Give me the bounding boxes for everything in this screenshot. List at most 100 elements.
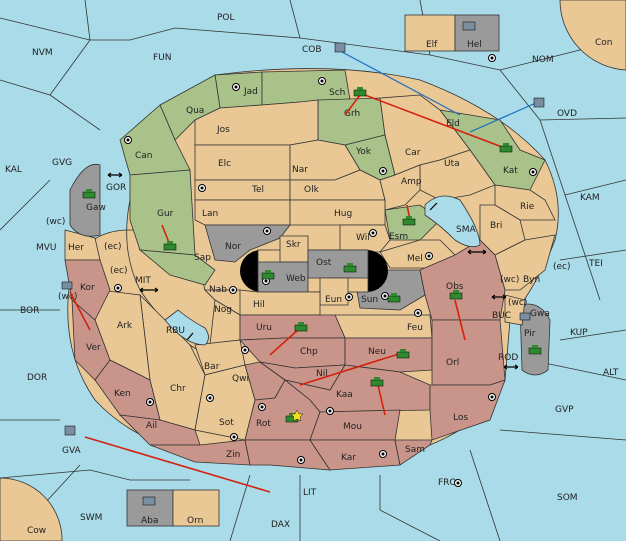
order-arrow bbox=[344, 94, 361, 116]
fleet-unit[interactable] bbox=[462, 21, 476, 31]
label-kat: Kat bbox=[503, 166, 518, 176]
label-ovd: OVD bbox=[557, 109, 577, 119]
province-orl[interactable] bbox=[431, 319, 506, 386]
label-aba: Aba bbox=[141, 516, 158, 526]
province-aba[interactable] bbox=[126, 489, 174, 527]
coast-tag-kor-wc: (wc) bbox=[58, 292, 77, 302]
label-dor: DOR bbox=[27, 373, 47, 383]
units bbox=[61, 21, 545, 506]
label-cob: COB bbox=[302, 45, 322, 55]
label-esm: Esm bbox=[389, 232, 408, 242]
army-unit[interactable] bbox=[402, 216, 416, 226]
province-obs[interactable] bbox=[419, 239, 506, 321]
fleet-unit[interactable] bbox=[64, 425, 76, 436]
province-hil[interactable] bbox=[239, 289, 321, 316]
supply-center-marker bbox=[206, 394, 214, 402]
province-los[interactable] bbox=[429, 379, 506, 441]
army-unit[interactable] bbox=[396, 349, 410, 359]
label-nil: Nil bbox=[316, 369, 328, 379]
province-hel[interactable] bbox=[454, 14, 500, 52]
label-chp: Chp bbox=[300, 347, 318, 357]
fleet-unit[interactable] bbox=[61, 281, 73, 290]
label-sun: Sun bbox=[361, 295, 378, 305]
label-ken: Ken bbox=[114, 389, 131, 399]
label-ost: Ost bbox=[316, 258, 332, 268]
supply-center-marker bbox=[198, 184, 206, 192]
label-eun: Eun bbox=[325, 295, 342, 305]
army-unit[interactable] bbox=[499, 143, 513, 153]
label-gaw: Gaw bbox=[86, 203, 106, 213]
label-gwa: Gwa bbox=[530, 309, 550, 319]
army-unit[interactable] bbox=[353, 87, 367, 97]
province-uta[interactable] bbox=[419, 149, 496, 201]
coast-tag-her-ec: (ec) bbox=[104, 242, 122, 252]
fleet-unit[interactable] bbox=[533, 97, 545, 108]
support-line-cob bbox=[341, 51, 461, 116]
supply-center-marker bbox=[297, 456, 305, 464]
label-bor: BOR bbox=[20, 306, 39, 316]
fleet-unit[interactable] bbox=[519, 312, 531, 321]
army-unit[interactable] bbox=[163, 241, 177, 251]
supply-center-marker bbox=[230, 433, 238, 441]
label-skr: Skr bbox=[286, 240, 301, 250]
label-hug: Hug bbox=[334, 209, 352, 219]
supply-center-marker bbox=[488, 54, 496, 62]
label-qwi: Qwi bbox=[232, 374, 249, 384]
label-web: Web bbox=[286, 274, 306, 284]
label-kal: KAL bbox=[5, 165, 22, 175]
label-gor: GOR bbox=[106, 183, 126, 193]
army-unit[interactable] bbox=[370, 377, 384, 387]
province-wil[interactable] bbox=[339, 224, 391, 253]
province-tel[interactable] bbox=[194, 179, 291, 201]
adjacency-sma-east bbox=[467, 249, 487, 255]
army-unit[interactable] bbox=[343, 263, 357, 273]
province-orn[interactable] bbox=[172, 489, 220, 527]
supply-center-marker bbox=[381, 292, 389, 300]
province-elf[interactable] bbox=[404, 14, 456, 52]
label-elc: Elc bbox=[218, 159, 231, 169]
label-elf: Elf bbox=[426, 40, 438, 50]
order-arrow bbox=[84, 436, 271, 493]
province-pir[interactable] bbox=[519, 303, 551, 376]
army-unit[interactable] bbox=[261, 270, 275, 280]
label-cow: Cow bbox=[27, 526, 46, 536]
army-unit[interactable] bbox=[82, 189, 96, 199]
supply-center-marker bbox=[318, 77, 326, 85]
province-can[interactable] bbox=[119, 104, 191, 176]
green-region bbox=[119, 69, 546, 286]
label-kam: KAM bbox=[580, 193, 600, 203]
fleet-unit[interactable] bbox=[142, 496, 156, 506]
province-cow[interactable] bbox=[0, 477, 63, 541]
order-arrow bbox=[69, 291, 91, 331]
label-orl: Orl bbox=[446, 358, 459, 368]
adjacency-rod bbox=[503, 364, 519, 370]
label-tei: TEI bbox=[588, 259, 603, 269]
province-gaw[interactable] bbox=[69, 163, 101, 237]
province-ken[interactable] bbox=[94, 359, 161, 421]
province-con[interactable] bbox=[559, 0, 626, 71]
province-zin-south[interactable] bbox=[244, 439, 331, 471]
label-pir: Pir bbox=[524, 329, 536, 339]
tan-region-north bbox=[194, 94, 556, 291]
province-sap[interactable] bbox=[138, 249, 216, 286]
label-fro: FRO bbox=[438, 478, 457, 488]
order-arrow bbox=[269, 327, 301, 356]
label-yok: Yok bbox=[355, 147, 372, 157]
coast-tag-byn-wc: (wc) bbox=[500, 275, 519, 285]
province-sam[interactable] bbox=[394, 439, 433, 466]
province-elc[interactable] bbox=[194, 144, 291, 181]
adjacency-markers bbox=[107, 172, 519, 370]
supply-center-marker bbox=[488, 393, 496, 401]
army-unit[interactable] bbox=[387, 293, 401, 303]
label-mel: Mel bbox=[407, 254, 423, 264]
coast-tag-kor-ec: (ec) bbox=[110, 266, 128, 276]
army-unit[interactable] bbox=[449, 290, 463, 300]
supply-center-marker bbox=[454, 479, 462, 487]
army-unit[interactable] bbox=[294, 322, 308, 332]
label-nor: Nor bbox=[225, 242, 241, 252]
order-arrow bbox=[364, 94, 511, 151]
army-unit[interactable] bbox=[528, 345, 542, 355]
province-ail[interactable] bbox=[118, 414, 201, 446]
fleet-unit[interactable] bbox=[334, 42, 346, 53]
label-ark: Ark bbox=[117, 321, 133, 331]
